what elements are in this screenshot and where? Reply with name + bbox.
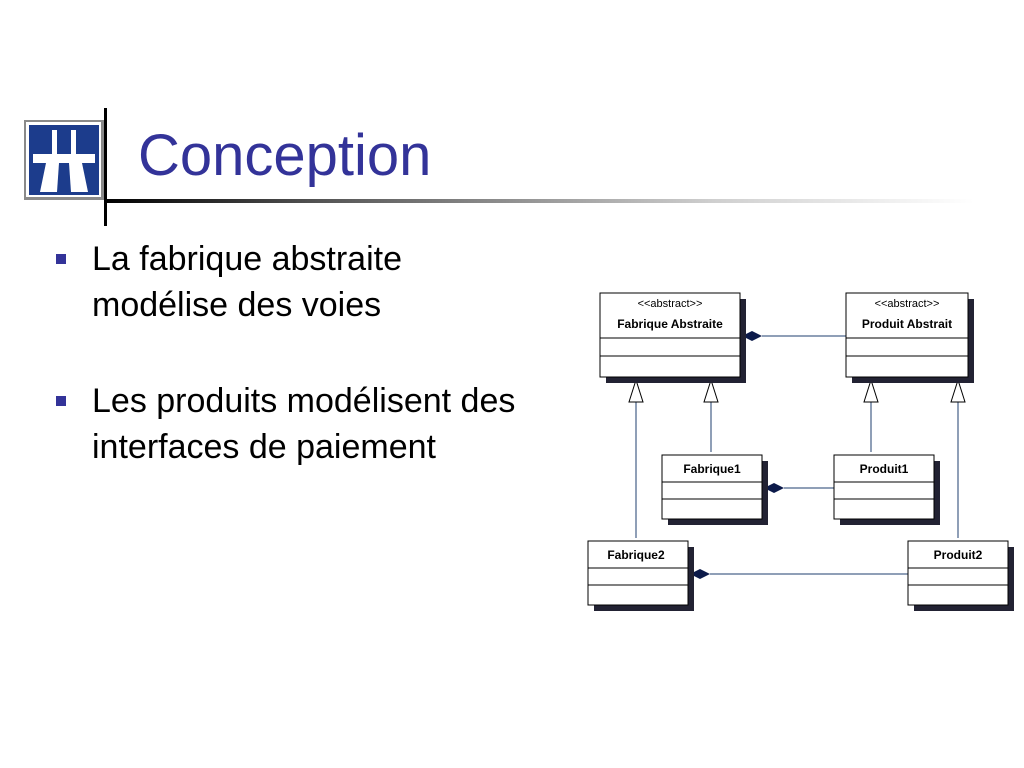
class-name: Produit1 [860,462,909,476]
class-name: Fabrique Abstraite [617,317,723,331]
composition-fabrique-abstraite-produit-abstrait [742,331,846,341]
class-fabrique-abstraite: <<abstract>> Fabrique Abstraite [599,292,743,380]
slide-title: Conception [138,123,432,188]
class-produit-abstrait: <<abstract>> Produit Abstrait [845,292,971,380]
square-bullet-icon [56,396,66,406]
class-fabrique2: Fabrique2 [587,540,691,608]
stereotype-label: <<abstract>> [875,298,940,310]
square-bullet-icon [56,254,66,264]
uml-class-diagram: <<abstract>> Fabrique Abstraite <<abstra… [587,292,1011,608]
inheritance-fabrique1-to-fabrique-abstraite [703,378,719,452]
composition-fabrique1-produit1 [764,483,834,493]
inheritance-produit2-to-produit-abstrait [950,378,966,538]
class-produit1: Produit1 [833,454,937,522]
motorway-sign-icon [24,120,104,200]
bullet-item: Les produits modélisent des interfaces d… [56,378,536,470]
composition-fabrique2-produit2 [690,569,908,579]
inheritance-fabrique2-to-fabrique-abstraite [628,378,644,538]
class-produit2: Produit2 [907,540,1011,608]
stereotype-label: <<abstract>> [638,298,703,310]
bullet-list: La fabrique abstraite modélise des voies… [56,236,536,520]
class-name: Fabrique2 [607,548,665,562]
title-vertical-rule [104,108,107,226]
bullet-text: La fabrique abstraite modélise des voies [92,240,402,324]
title-underline-rule [104,199,974,203]
class-name: Produit2 [934,548,983,562]
inheritance-produit1-to-produit-abstrait [863,378,879,452]
bullet-text: Les produits modélisent des interfaces d… [92,382,516,466]
bullet-item: La fabrique abstraite modélise des voies [56,236,536,328]
class-name: Produit Abstrait [862,317,952,331]
class-name: Fabrique1 [683,462,741,476]
class-fabrique1: Fabrique1 [661,454,765,522]
